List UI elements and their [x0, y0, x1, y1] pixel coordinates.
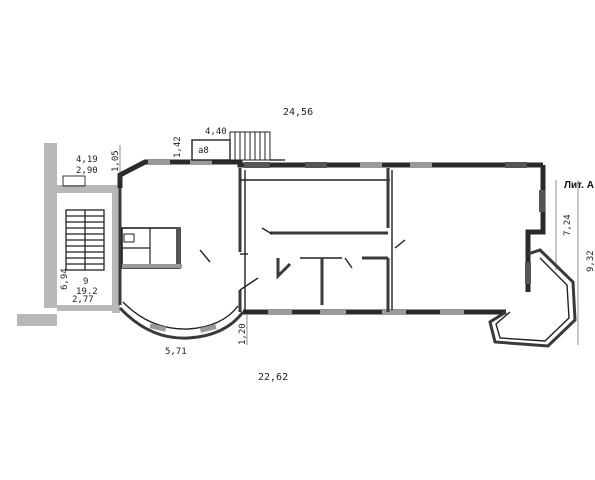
interior-walls — [199, 168, 406, 312]
wall-door-1 — [276, 258, 292, 280]
stair-tower-top-wall — [57, 185, 117, 193]
dim-7-24: 7,24 — [563, 214, 573, 236]
window-top-3 — [244, 162, 270, 168]
dim-1-20: 1,20 — [238, 323, 248, 345]
dimension-lines — [119, 145, 579, 345]
building-letter-label: Лит. А — [564, 180, 594, 191]
window-bottom-4 — [440, 310, 464, 315]
window-top-2 — [190, 160, 212, 165]
dim-1-05: 1,05 — [111, 150, 121, 172]
window-curve-1 — [149, 323, 167, 332]
stair-tower-bottom-wall — [57, 305, 120, 311]
stair-tower-footing — [17, 314, 57, 326]
stair-tower-wall-right — [112, 185, 120, 313]
room-a8-label: а8 — [198, 146, 209, 156]
door-swing-3 — [394, 239, 406, 249]
stair-tower-window — [62, 175, 86, 187]
bay-window-wall — [488, 248, 577, 348]
door-swing-1 — [199, 249, 211, 263]
window-curve-2 — [199, 324, 217, 333]
stair-treads — [65, 209, 105, 271]
bay-window-inner-wall — [495, 257, 570, 342]
dim-2-77: 2,77 — [72, 295, 94, 305]
dim-6-94: 6,94 — [60, 268, 70, 290]
window-top-5 — [360, 162, 382, 168]
window-top-4 — [305, 162, 327, 168]
window-bottom-1 — [268, 310, 292, 315]
stair-tower-wall-left — [44, 143, 57, 308]
dim-9-32: 9,32 — [586, 250, 595, 272]
dim-1-42: 1,42 — [173, 136, 183, 158]
door-swing-2 — [261, 227, 273, 235]
window-right-2 — [525, 262, 531, 284]
dim-2-90: 2,90 — [76, 166, 98, 176]
curved-front-inner-wall — [122, 301, 239, 330]
dim-5-71: 5,71 — [165, 347, 187, 357]
curved-front-wall — [118, 306, 245, 340]
window-bottom-2 — [320, 310, 346, 315]
exterior-walls — [117, 159, 577, 348]
window-top-1 — [148, 160, 170, 165]
window-right-1 — [539, 190, 545, 212]
room-9-number: 9 — [83, 277, 88, 287]
wc-block — [121, 227, 182, 269]
window-bottom-3 — [382, 310, 406, 315]
dim-4-19: 4,19 — [76, 155, 98, 165]
room-9-area: 19.2 — [76, 287, 98, 297]
dim-4-40: 4,40 — [205, 127, 227, 137]
room-a8-block — [191, 131, 285, 161]
top-exterior-wall — [117, 159, 543, 188]
windows — [148, 160, 545, 333]
window-top-6 — [410, 162, 432, 168]
window-top-7 — [505, 162, 527, 168]
stair-tower — [17, 143, 120, 326]
dim-total-top: 24,56 — [283, 107, 313, 118]
dim-total-bottom: 22,62 — [258, 372, 288, 383]
